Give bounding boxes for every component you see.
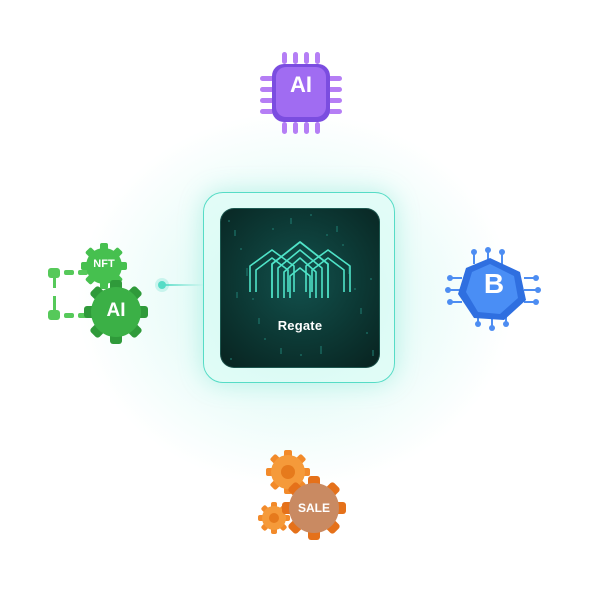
ai-chip-label: AI	[290, 72, 312, 97]
sale-gears-icon	[258, 450, 346, 540]
sale-gear-label: SALE	[297, 501, 330, 515]
ai-gear-label: AI	[106, 300, 126, 321]
connector-line	[155, 278, 204, 292]
bitcoin-chip-node[interactable]: B	[444, 244, 544, 338]
hub-label: Regate	[277, 318, 323, 333]
nft-gear-label: NFT	[93, 258, 115, 270]
bitcoin-chip-icon	[445, 247, 541, 331]
data-pattern	[228, 214, 374, 360]
ai-chip-node[interactable]: AI	[250, 48, 350, 140]
ai-chip-icon	[260, 52, 342, 134]
nft-ai-gears-icon	[48, 243, 148, 344]
regate-hub-card[interactable]: Regate	[220, 208, 380, 368]
bitcoin-label: B	[483, 268, 505, 299]
